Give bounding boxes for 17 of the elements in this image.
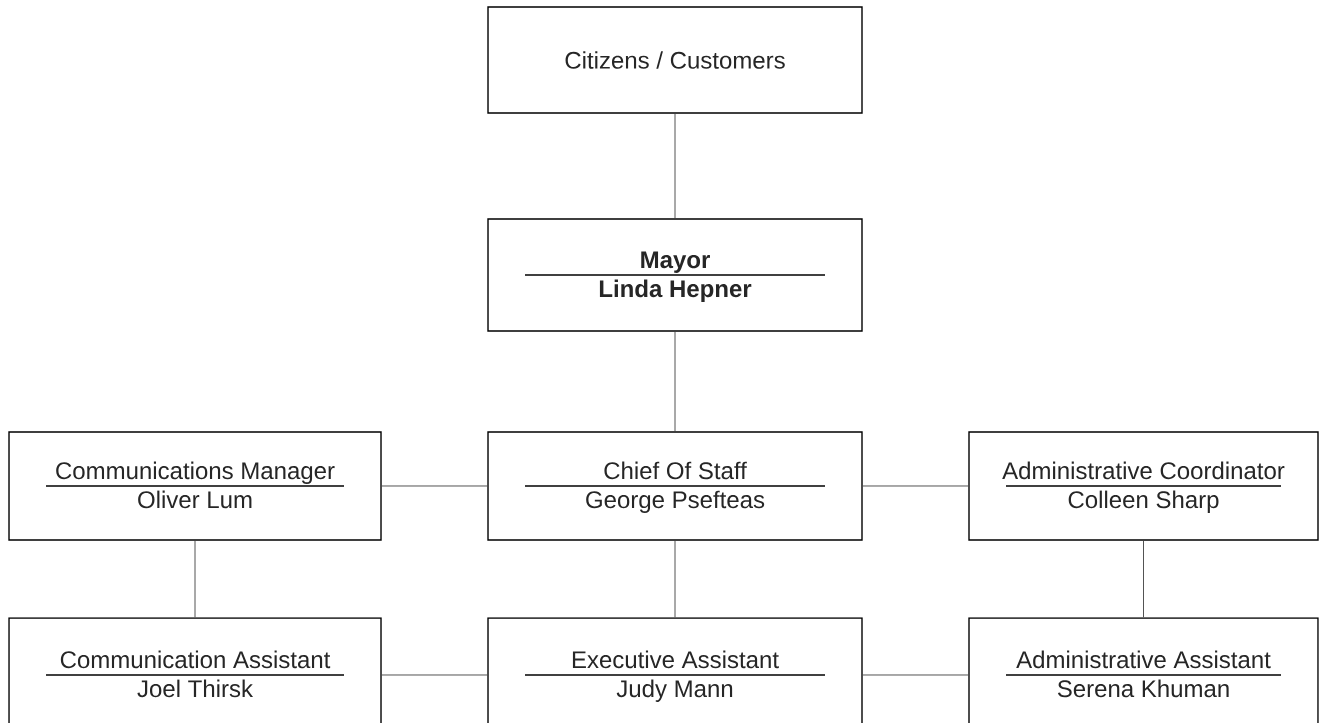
- org-box: Executive Assistant Judy Mann: [487, 617, 863, 723]
- connector-line: [194, 540, 196, 618]
- org-box: Citizens / Customers: [487, 6, 863, 114]
- connector-line: [862, 485, 969, 487]
- connector-line: [674, 331, 676, 432]
- connector-line: [1143, 540, 1144, 618]
- org-box: Administrative Assistant Serena Khuman: [968, 617, 1319, 723]
- connector-line: [674, 113, 676, 219]
- org-box: Communication Assistant Joel Thirsk: [8, 617, 382, 723]
- org-box: Mayor Linda Hepner: [487, 218, 863, 332]
- org-box: Administrative Coordinator Colleen Sharp: [968, 431, 1319, 541]
- connector-line: [381, 485, 488, 487]
- connector-line: [674, 540, 676, 618]
- connector-line: [381, 674, 488, 676]
- org-box: Chief Of Staff George Psefteas: [487, 431, 863, 541]
- connector-line: [862, 674, 969, 676]
- org-box: Communications Manager Oliver Lum: [8, 431, 382, 541]
